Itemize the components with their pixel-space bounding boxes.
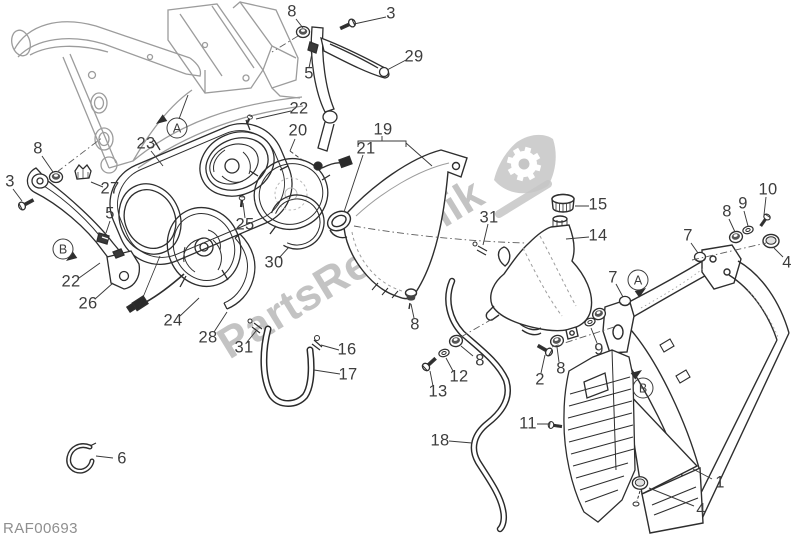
part-callout: 21: [356, 139, 376, 158]
part-callout: 11: [519, 414, 537, 433]
part-callout: 28: [198, 328, 218, 347]
fan-shroud-drawing: [109, 119, 293, 266]
part-callout: 12: [449, 367, 469, 386]
part-callout: 4: [696, 500, 706, 519]
part-callout: 3: [5, 172, 15, 191]
part-callout: 17: [338, 365, 358, 384]
part-callout: 15: [588, 195, 608, 214]
part-callout: 19: [373, 120, 393, 139]
part-callout: 25: [235, 215, 255, 234]
part-callout: 23: [136, 134, 156, 153]
part-callout: 27: [100, 179, 120, 198]
part-callout: 8: [556, 359, 566, 378]
radiator-guard-drawing: [563, 349, 636, 523]
part-callout: 1: [715, 473, 725, 492]
part-callout: 20: [288, 121, 308, 140]
part-callout: 3: [386, 4, 396, 23]
view-marker-a: A: [166, 117, 188, 139]
view-marker-b: B: [52, 238, 74, 260]
part-callout: 18: [430, 431, 450, 450]
part-callout: 8: [475, 351, 485, 370]
part-callout: 8: [722, 202, 732, 221]
part-callout: 7: [608, 268, 618, 287]
part-callout: 26: [78, 294, 98, 313]
leader-lines: [12, 16, 784, 507]
part-callout: 6: [117, 449, 127, 468]
part-callout: 14: [588, 226, 608, 245]
part-callout: 7: [683, 226, 693, 245]
front-frame-drawing: [11, 1, 304, 174]
part-callout: 22: [289, 99, 309, 118]
part-callout: 8: [410, 315, 420, 334]
hose-drawing: [247, 241, 511, 533]
radiator-drawing: [326, 149, 468, 310]
gear-icon: [506, 146, 542, 182]
part-callout: 22: [61, 272, 81, 291]
expansion-tank-drawing: [485, 193, 593, 340]
part-callout: 4: [782, 253, 792, 272]
part-callout: 16: [337, 340, 357, 359]
part-callout: 2: [535, 370, 545, 389]
part-callout: 29: [404, 47, 424, 66]
part-callout: 24: [163, 311, 183, 330]
clip-drawing: [66, 442, 97, 474]
part-callout: 31: [234, 338, 254, 357]
view-marker-b: B: [632, 377, 654, 399]
fan-drawing: [125, 206, 242, 314]
stay-bracket-drawing: [307, 26, 390, 152]
fan-ring-drawing: [249, 155, 353, 235]
catalog-code: RAF00693: [3, 520, 78, 537]
part-callout: 8: [287, 2, 297, 21]
axis-lines: [56, 35, 767, 348]
part-callout: 5: [105, 204, 115, 223]
part-callout: 8: [33, 139, 43, 158]
part-callout: 9: [594, 340, 604, 359]
part-callout: 30: [264, 253, 284, 272]
part-callout: 10: [758, 180, 778, 199]
part-callout: 13: [428, 382, 448, 401]
fasteners-drawing: [15, 16, 780, 507]
part-callout: 31: [479, 208, 499, 227]
part-callout: 5: [304, 64, 314, 83]
seal-ring-drawing: [223, 194, 325, 310]
part-callout: 9: [738, 194, 748, 213]
view-marker-a: A: [627, 269, 649, 291]
mount-arm-drawing: [26, 163, 141, 290]
